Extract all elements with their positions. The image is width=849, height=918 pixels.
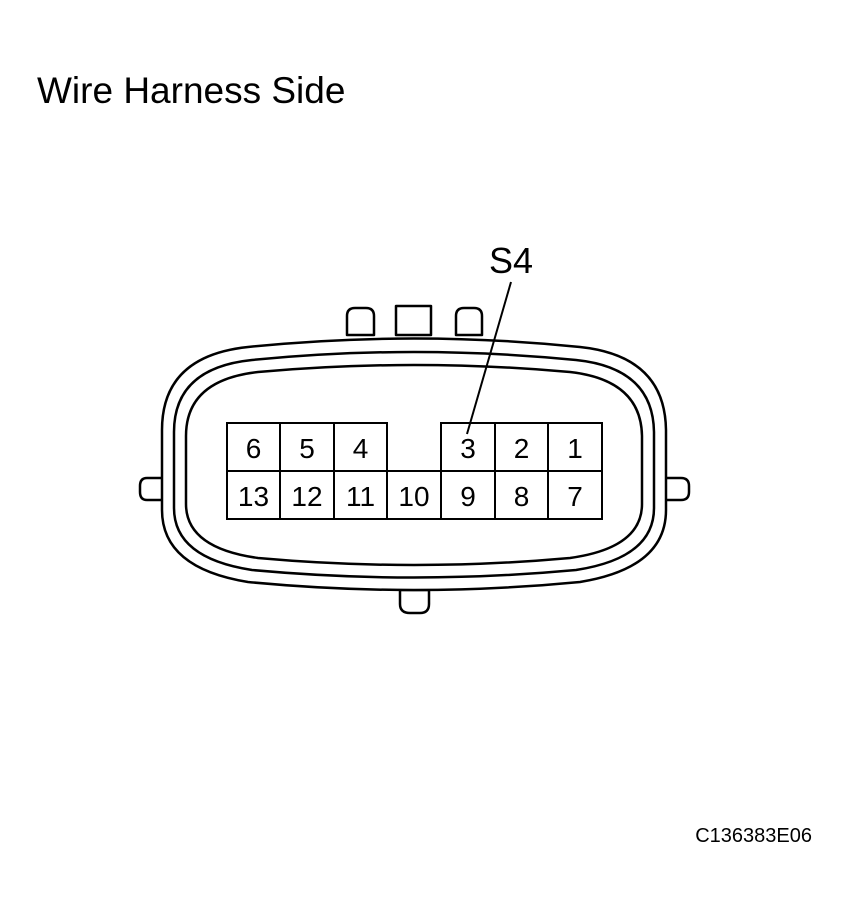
housing-inner-cavity [184,363,644,567]
pin-label: 1 [567,433,583,464]
locking-tab-right [454,306,484,337]
pin-label: 3 [460,433,476,464]
side-tab-right [658,476,691,502]
locking-tab-center [394,304,433,337]
pin-label: 12 [291,481,322,512]
housing-outer [160,337,668,592]
pin-cell-13 [226,470,281,520]
pin-label: 13 [238,481,269,512]
pin-label: 8 [514,481,530,512]
pin-cell-9 [440,470,496,520]
pin-label: 11 [346,481,375,512]
locking-tab-left [345,306,376,337]
pin-label: 7 [567,481,583,512]
callout: S4 [466,240,533,435]
connector-housing [138,304,691,615]
pin-labels: 6 5 4 3 2 1 13 12 11 10 9 8 7 [238,433,583,512]
pin-cell-11 [333,470,388,520]
pin-cell-7 [547,470,603,520]
pin-label: 10 [398,481,429,512]
pin-cell-2 [494,422,549,472]
pin-label: 9 [460,481,476,512]
pin-label: 6 [246,433,262,464]
pin-grid [226,422,603,520]
figure-code: C136383E06 [695,825,812,847]
pin-cell-10 [386,470,442,520]
callout-leader-line [466,281,512,435]
housing-inner-rim [172,350,656,579]
pin-label: 2 [514,433,530,464]
diagram-title: Wire Harness Side [37,70,346,111]
pin-label: 5 [299,433,315,464]
pin-label: 4 [353,433,369,464]
callout-label: S4 [489,240,533,281]
pin-cell-4 [333,422,388,472]
bottom-key [398,588,431,615]
